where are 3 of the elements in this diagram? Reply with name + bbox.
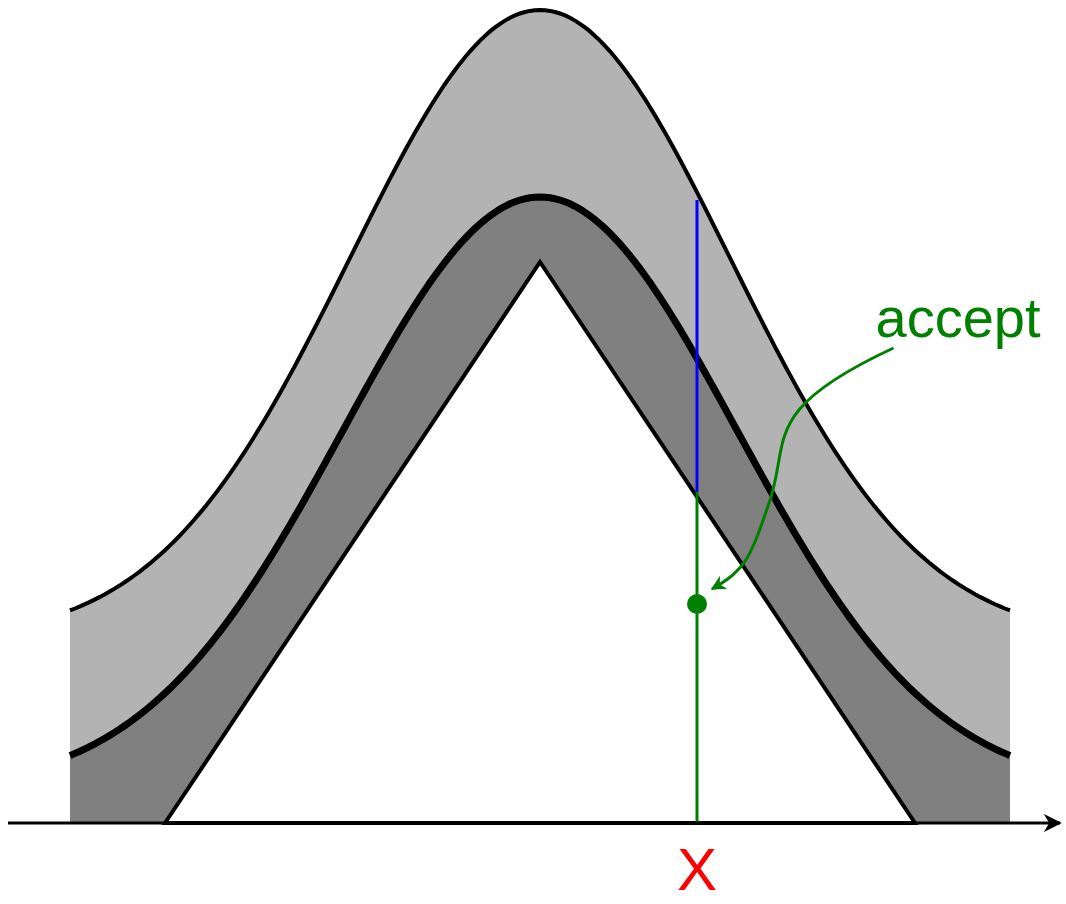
axis-label: X bbox=[677, 840, 718, 900]
sample-point bbox=[687, 594, 707, 614]
leader-arrow bbox=[710, 346, 895, 591]
